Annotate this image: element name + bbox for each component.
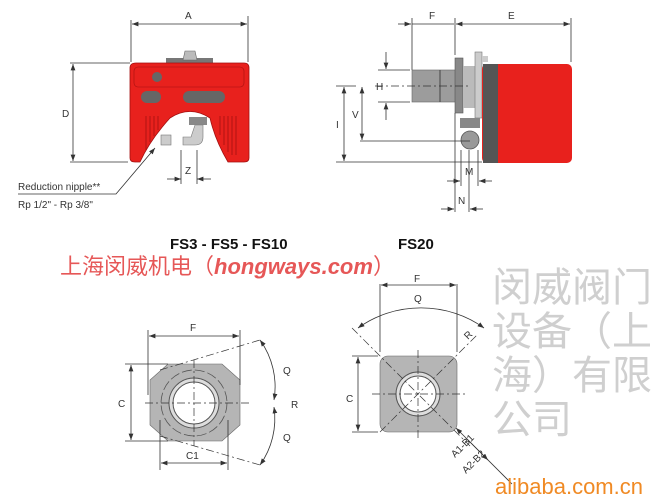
flange-fs20: F Q R C A1-B1 A2-B2: [346, 274, 513, 485]
flange20-dim-Q: Q: [414, 294, 422, 305]
dim-F: F: [429, 11, 435, 22]
watermark-red: 上海闵威机电（hongways.com）: [60, 254, 395, 281]
flange20-dim-F: F: [414, 274, 420, 285]
flange-dim-Q-lower: Q: [283, 433, 291, 444]
flange-dim-C: C: [118, 399, 125, 410]
dim-I: I: [336, 120, 339, 131]
nipple-spec: Rp 1/2" - Rp 3/8": [18, 200, 93, 211]
dim-A: A: [185, 11, 192, 22]
flange-fs3-fs10: F C C1 Q Q R: [118, 323, 298, 470]
burner-front-view: A D Z Reduction nipple** Rp 1/2" - Rp 3/…: [18, 11, 250, 211]
flange-dim-F: F: [190, 323, 196, 334]
burner-housing-red: [482, 64, 572, 163]
dim-V: V: [352, 110, 359, 121]
watermark-company: 闵威阀门设备（上海）有限公司: [492, 265, 652, 443]
burner-side-view: F E H V I M N: [336, 11, 572, 212]
title-fs3-fs5-fs10: FS3 - FS5 - FS10: [170, 236, 288, 253]
dim-D: D: [62, 109, 69, 120]
dim-Z: Z: [185, 166, 191, 177]
nipple-label: Reduction nipple**: [18, 182, 100, 193]
flange-dim-Q-upper: Q: [283, 366, 291, 377]
flange20-dim-C: C: [346, 394, 353, 405]
flange20-dim-R: R: [462, 329, 475, 342]
dim-E: E: [508, 11, 515, 22]
dim-H: H: [376, 82, 383, 93]
elbow-fitting: [182, 124, 204, 146]
watermark-alibaba: alibaba.com.cn: [495, 474, 643, 499]
flange-dim-R: R: [291, 400, 298, 411]
dim-M: M: [465, 167, 473, 178]
flange-dim-C1: C1: [186, 451, 199, 462]
watermark-red-prefix: 上海闵威机电（: [60, 255, 215, 280]
title-fs20: FS20: [398, 236, 434, 253]
reduction-nipple: [160, 134, 172, 146]
watermark-red-suffix: ）: [372, 255, 395, 280]
burner-body-red: [129, 62, 250, 163]
watermark-red-site: hongways.com: [214, 254, 373, 279]
dim-N: N: [458, 196, 465, 207]
